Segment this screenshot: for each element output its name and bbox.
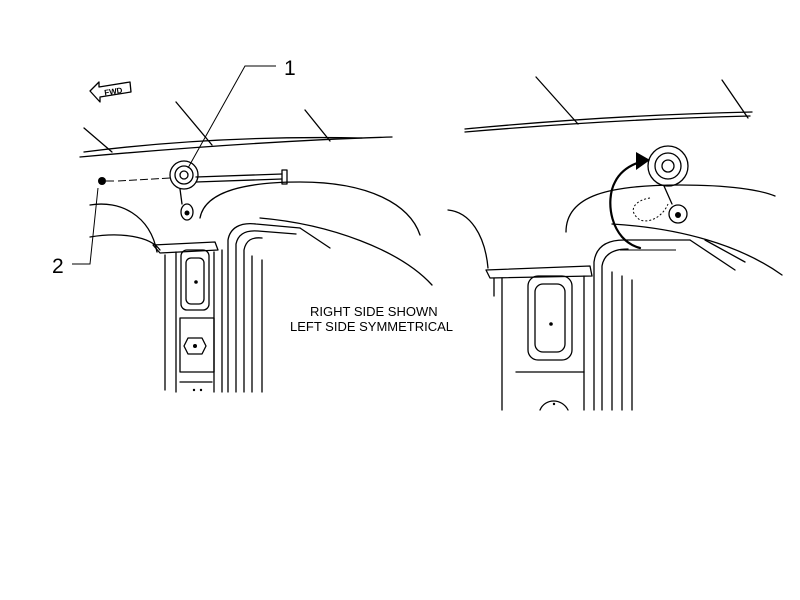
callout-2-number: 2	[52, 255, 64, 278]
note-line-1: RIGHT SIDE SHOWN	[310, 304, 438, 319]
fwd-arrow-icon: FWD	[89, 81, 132, 103]
coat-hook-assembly	[169, 160, 199, 221]
left-view: FWD	[52, 57, 433, 393]
rotation-arrow-icon	[609, 152, 676, 251]
fwd-label: FWD	[104, 86, 124, 98]
right-view	[447, 76, 783, 411]
note-line-2: LEFT SIDE SYMMETRICAL	[290, 319, 453, 334]
coat-hook-installed	[632, 145, 689, 224]
fastener-screw	[98, 177, 114, 185]
callout-1-leader	[187, 65, 276, 169]
callout-2-leader	[72, 187, 99, 265]
callout-1-number: 1	[284, 57, 296, 80]
